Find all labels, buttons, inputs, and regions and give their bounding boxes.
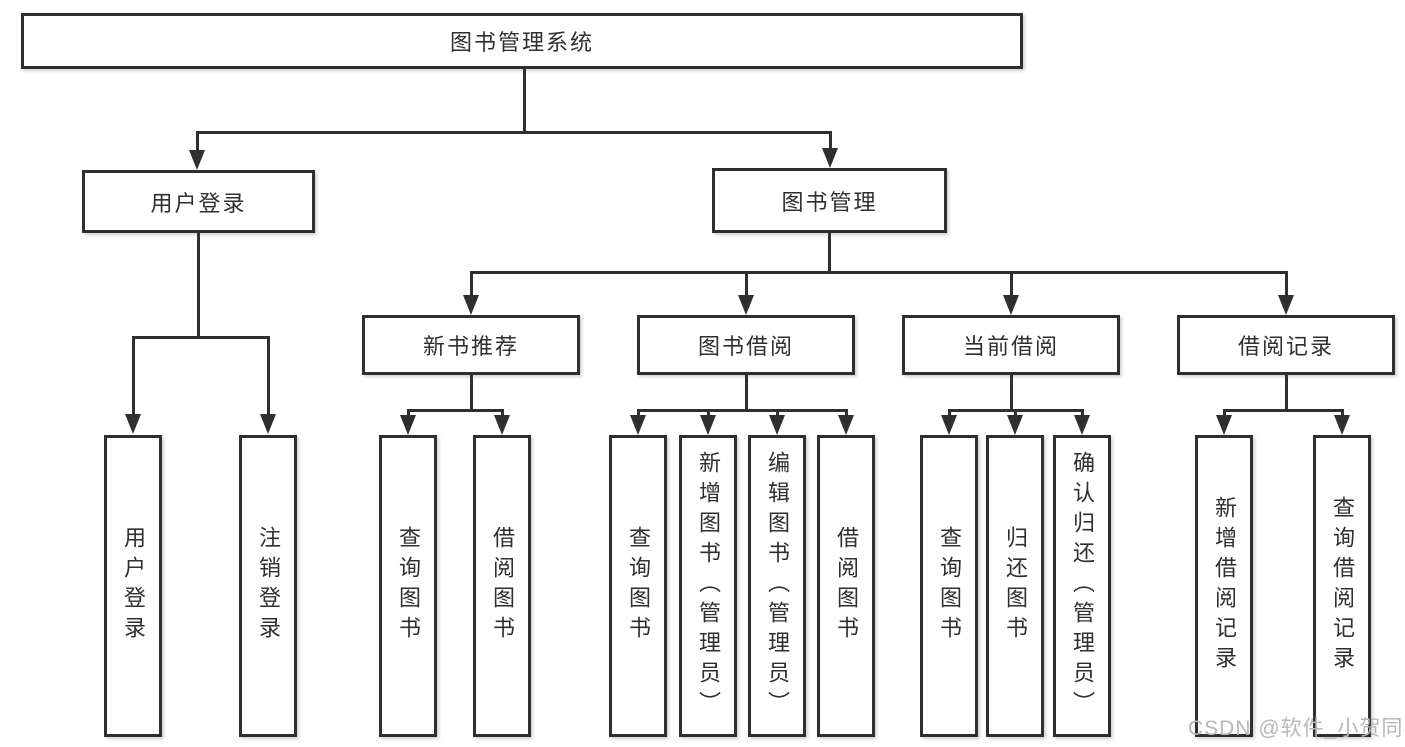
connector-line [1340,409,1344,417]
leaf-query-books: 查询图书 [609,435,667,737]
arrowhead-icon [1007,415,1023,435]
connector-line [1284,271,1288,297]
connector-line [744,271,748,297]
leaf-query-borrow-record: 查询借阅记录 [1313,435,1371,737]
connector-line [522,69,526,131]
arrowhead-icon [700,415,716,435]
connector-line [1009,271,1013,297]
connector-line [844,409,848,417]
node-user-login: 用户登录 [82,170,315,233]
node-book-borrowing: 图书借阅 [637,315,855,375]
arrowhead-icon [463,295,479,315]
leaf-borrow-books: 借阅图书 [473,435,531,737]
connector-line [744,375,748,409]
arrowhead-icon [769,415,785,435]
node-book-management: 图书管理 [712,168,947,233]
leaf-query-books: 查询图书 [379,435,437,737]
connector-line [266,336,270,416]
arrowhead-icon [260,414,276,434]
arrowhead-icon [838,415,854,435]
connector-line [131,336,270,339]
leaf-user-login: 用户登录 [104,435,162,737]
connector-line [1222,409,1344,412]
connector-line [1080,409,1084,417]
arrowhead-icon [1334,415,1350,435]
arrowhead-icon [189,150,205,170]
node-library-management-system: 图书管理系统 [21,13,1023,69]
leaf-edit-books-admin: 编辑图书（管理员） [748,435,806,737]
connector-line [500,409,504,417]
leaf-return-books: 归还图书 [986,435,1044,737]
connector-line [636,409,848,412]
connector-line [469,271,473,297]
arrowhead-icon [1003,295,1019,315]
connector-line [1222,409,1226,417]
arrowhead-icon [630,415,646,435]
connector-line [775,409,779,417]
connector-line [195,131,832,134]
arrowhead-icon [125,414,141,434]
leaf-add-borrow-record: 新增借阅记录 [1195,435,1253,737]
connector-line [406,409,504,412]
arrowhead-icon [822,148,838,168]
connector-line [828,131,832,150]
arrowhead-icon [494,415,510,435]
arrowhead-icon [941,415,957,435]
connector-line [196,233,200,336]
connector-line [1284,375,1288,409]
connector-line [469,271,1288,274]
node-new-book-recommendation: 新书推荐 [362,315,580,375]
connector-line [195,131,199,152]
leaf-borrow-books: 借阅图书 [817,435,875,737]
connector-line [1009,375,1013,409]
watermark: CSDN @软件_小贺同学 [1188,717,1405,740]
node-borrowing-records: 借阅记录 [1177,315,1395,375]
connector-line [131,336,135,416]
arrowhead-icon [1216,415,1232,435]
connector-line [827,233,831,271]
leaf-add-books-admin: 新增图书（管理员） [679,435,737,737]
connector-line [636,409,640,417]
connector-line [406,409,410,417]
leaf-query-books: 查询图书 [920,435,978,737]
connector-line [1013,409,1017,417]
arrowhead-icon [738,295,754,315]
leaf-confirm-return-admin: 确认归还（管理员） [1053,435,1111,737]
node-current-borrowing: 当前借阅 [902,315,1120,375]
connector-line [947,409,951,417]
arrowhead-icon [400,415,416,435]
arrowhead-icon [1278,295,1294,315]
connector-line [706,409,710,417]
connector-line [469,375,473,409]
leaf-logout: 注销登录 [239,435,297,737]
arrowhead-icon [1074,415,1090,435]
